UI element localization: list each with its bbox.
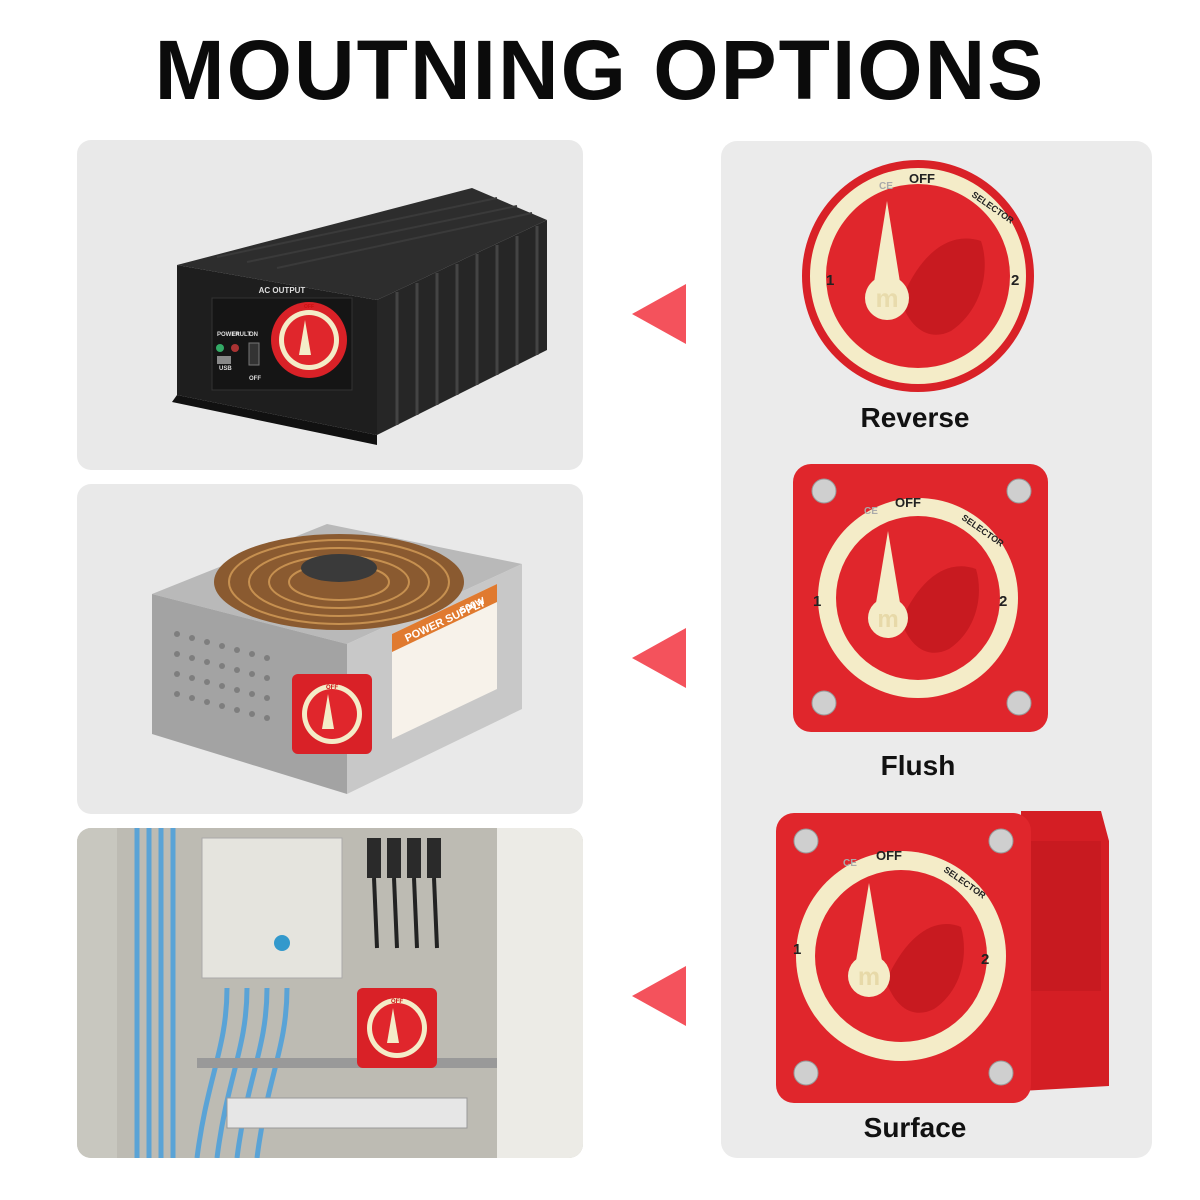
- usb-port: [217, 356, 231, 364]
- inverter-switch-off: OFF: [304, 304, 314, 310]
- flush-switch: m OFF 1 2 SELECTOR CE: [793, 464, 1048, 732]
- page-title: MOUTNING OPTIONS: [154, 23, 1046, 117]
- flush-ce-mark: CE: [864, 506, 878, 517]
- flush-pos-1: 1: [813, 593, 821, 610]
- power-led: [216, 344, 224, 352]
- fault-label: FAULT: [232, 332, 251, 338]
- cabinet-switch-off: OFF: [391, 999, 403, 1005]
- surface-ce-mark: CE: [843, 858, 857, 869]
- flush-m-logo: m: [877, 606, 898, 633]
- reverse-pos-1: 1: [826, 272, 834, 289]
- power-toggle: [248, 342, 260, 366]
- surface-off-label: OFF: [876, 848, 902, 863]
- psu-switch-off: OFF: [326, 685, 338, 691]
- usb-label: USB: [219, 366, 232, 372]
- reverse-off-label: OFF: [909, 171, 935, 186]
- psu-image-panel: POWER SUPPLY 500W OFF: [77, 484, 583, 814]
- label-surface: Surface: [863, 1112, 967, 1143]
- cabinet-image-panel: OFF: [77, 828, 583, 1158]
- inverter-illustration: AC OUTPUT POWER FAULT ON OFF USB OFF: [172, 188, 547, 445]
- fault-led: [231, 344, 239, 352]
- surface-pos-2: 2: [981, 951, 989, 968]
- flush-pos-2: 2: [999, 593, 1007, 610]
- off-label: OFF: [249, 376, 261, 382]
- psu-illustration: POWER SUPPLY 500W OFF: [152, 524, 522, 794]
- arrow-left-icon: [632, 966, 686, 1026]
- control-box: [201, 837, 343, 979]
- surface-switch: m OFF 1 2 SELECTOR CE: [776, 811, 1109, 1103]
- power-label: POWER: [217, 332, 240, 338]
- arrow-left-icon: [632, 284, 686, 344]
- mounting-types-panel: m OFF 1 2 SELECTOR CE m OFF 1 2 SELECTOR…: [721, 141, 1152, 1158]
- label-reverse: Reverse: [860, 402, 970, 433]
- reverse-switch: m OFF 1 2 SELECTOR CE: [802, 160, 1034, 392]
- inverter-image-panel: AC OUTPUT POWER FAULT ON OFF USB OFF: [77, 140, 583, 470]
- on-label: ON: [249, 332, 258, 338]
- surface-pos-1: 1: [793, 941, 801, 958]
- cabinet-illustration: OFF: [77, 828, 583, 1158]
- reverse-ce-mark: CE: [879, 181, 893, 192]
- flush-off-label: OFF: [895, 495, 921, 510]
- ac-output-label: AC OUTPUT: [259, 286, 306, 295]
- arrow-left-icon: [632, 628, 686, 688]
- reverse-m-logo: m: [875, 283, 898, 313]
- surface-m-logo: m: [858, 963, 880, 991]
- reverse-pos-2: 2: [1011, 272, 1019, 289]
- label-flush: Flush: [880, 750, 956, 781]
- mounting-switches-illustration: m OFF 1 2 SELECTOR CE m OFF 1 2 SELECTOR…: [776, 160, 1109, 1103]
